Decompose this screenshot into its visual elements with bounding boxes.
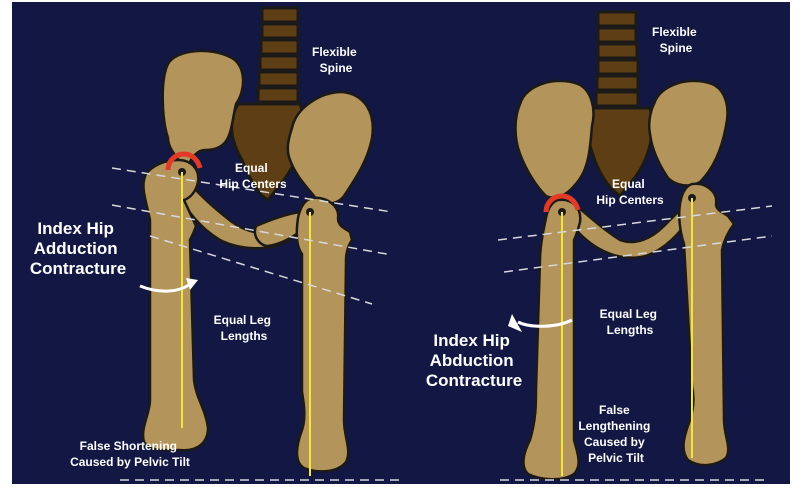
left-contracture-label: Index Hip Adduction Contracture (30, 219, 126, 278)
right-contracture-label: Index Hip Abduction Contracture (426, 331, 522, 390)
diagram-background (12, 2, 790, 484)
left-spine (258, 8, 298, 102)
right-spine (596, 12, 638, 106)
